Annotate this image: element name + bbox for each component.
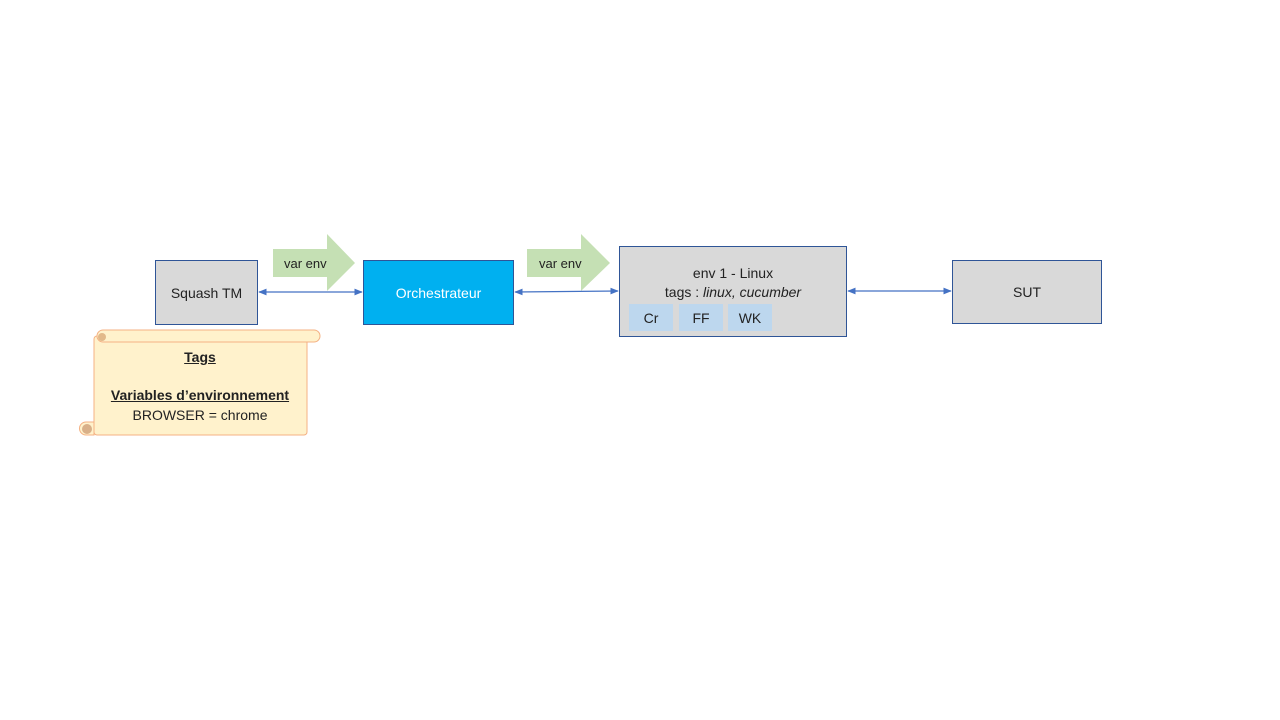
chip-cr: Cr — [629, 304, 673, 331]
environment-node: env 1 - Linux tags : linux, cucumber Cr … — [619, 246, 847, 337]
sut-node: SUT — [952, 260, 1102, 324]
squash-tm-node: Squash TM — [155, 260, 258, 325]
var-env-label-1: var env — [284, 256, 327, 271]
scroll-note-shape — [79, 329, 321, 436]
scroll-browser-line: BROWSER = chrome — [132, 407, 268, 423]
connector-orchestrator-env — [514, 287, 619, 296]
orchestrator-node: Orchestrateur — [363, 260, 514, 325]
environment-title: env 1 - Linux — [692, 265, 774, 281]
chip-ff: FF — [679, 304, 723, 331]
scroll-tags-heading: Tags — [184, 349, 216, 365]
environment-tags: tags : linux, cucumber — [620, 284, 846, 300]
environment-tags-values: linux, cucumber — [703, 284, 802, 300]
environment-tags-prefix: tags : — [664, 284, 704, 300]
squash-tm-label: Squash TM — [170, 284, 243, 301]
chip-wk: WK — [728, 304, 772, 331]
sut-label: SUT — [1013, 284, 1041, 300]
scroll-variables-heading: Variables d’environnement — [110, 387, 290, 403]
var-env-label-2: var env — [539, 256, 582, 271]
orchestrator-label: Orchestrateur — [395, 284, 482, 301]
var-env-arrow-1 — [273, 234, 355, 291]
var-env-arrow-2 — [527, 234, 610, 291]
